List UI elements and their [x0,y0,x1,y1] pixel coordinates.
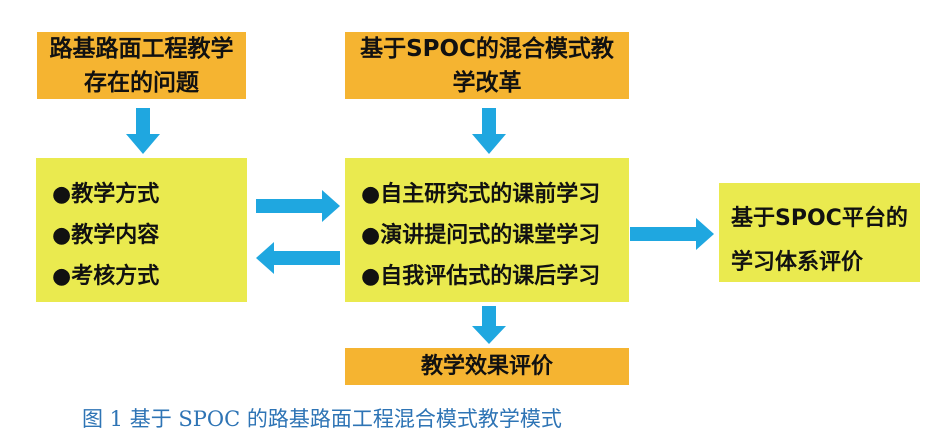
arrow-left-to-problems [256,242,340,274]
problem-item: ●教学内容 [52,223,160,248]
arrow-down-reform [472,108,506,154]
effect-box: 教学效果评价 [345,348,629,385]
arrow-down-problems [126,108,160,154]
figure-caption: 图 1 基于 SPOC 的路基路面工程混合模式教学模式 [82,407,562,431]
reform-box-text: 基于SPOC的混合模式教学改革 [360,35,614,96]
evaluation-box: 基于SPOC平台的学习体系评价 [719,183,920,282]
learning-list-box: ●自主研究式的课前学习 ●演讲提问式的课堂学习 ●自我评估式的课后学习 [345,158,629,302]
problem-list-box: ●教学方式 ●教学内容 ●考核方式 [36,158,247,302]
arrow-down-effect [472,306,506,344]
learning-item: ●自主研究式的课前学习 [361,182,601,207]
arrow-right-to-evaluation [630,218,714,250]
learning-item: ●自我评估式的课后学习 [361,264,601,289]
learning-item: ●演讲提问式的课堂学习 [361,223,601,248]
problems-box-text: 路基路面工程教学存在的问题 [49,35,234,96]
problem-item: ●考核方式 [52,264,160,289]
reform-box: 基于SPOC的混合模式教学改革 [345,32,629,99]
problems-box: 路基路面工程教学存在的问题 [37,32,246,99]
effect-box-text: 教学效果评价 [420,353,553,379]
problem-item: ●教学方式 [52,182,160,207]
evaluation-box-text: 基于SPOC平台的学习体系评价 [731,206,908,275]
arrow-right-to-learning [256,190,340,222]
